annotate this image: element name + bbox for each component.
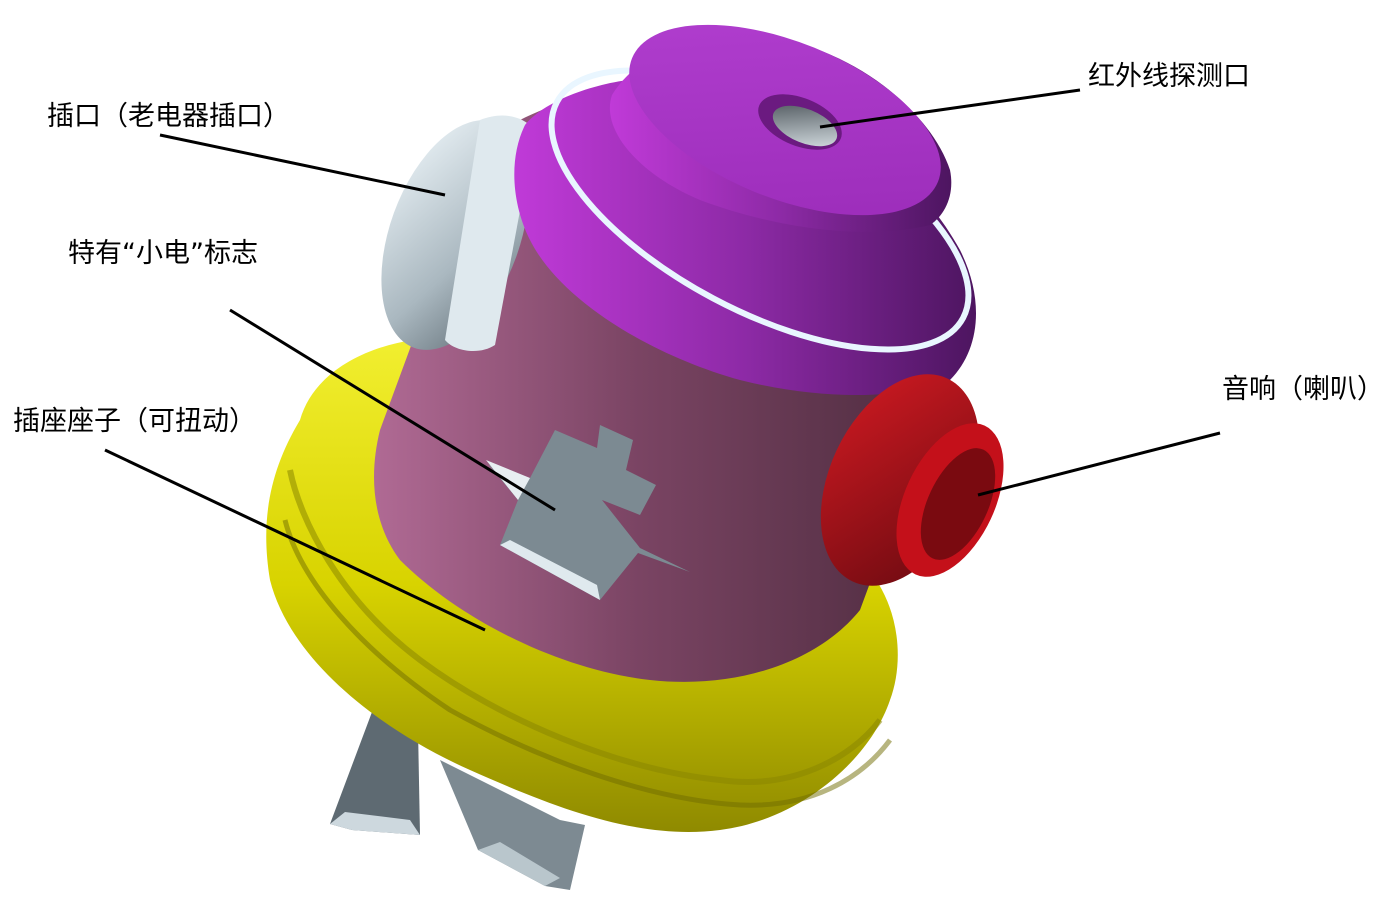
leader-lines	[104, 88, 1221, 632]
leader-speaker	[977, 431, 1221, 497]
infrared-sensor-hole	[772, 105, 838, 147]
leader-base	[104, 448, 486, 632]
plug-prongs	[330, 712, 585, 890]
label-logo: 特有“小电”标志	[68, 238, 258, 269]
label-infrared-port: 红外线探测口	[1088, 61, 1250, 92]
old-appliance-socket	[381, 115, 535, 352]
speaker	[820, 374, 1004, 586]
leader-logo	[229, 308, 556, 512]
top-cap	[514, 24, 977, 395]
leader-socket	[159, 133, 446, 197]
label-socket: 插口（老电器插口）	[47, 101, 290, 132]
label-speaker: 音响（喇叭）	[1222, 374, 1374, 405]
label-base: 插座座子（可扭动）	[13, 406, 256, 437]
leader-infrared	[819, 88, 1081, 129]
